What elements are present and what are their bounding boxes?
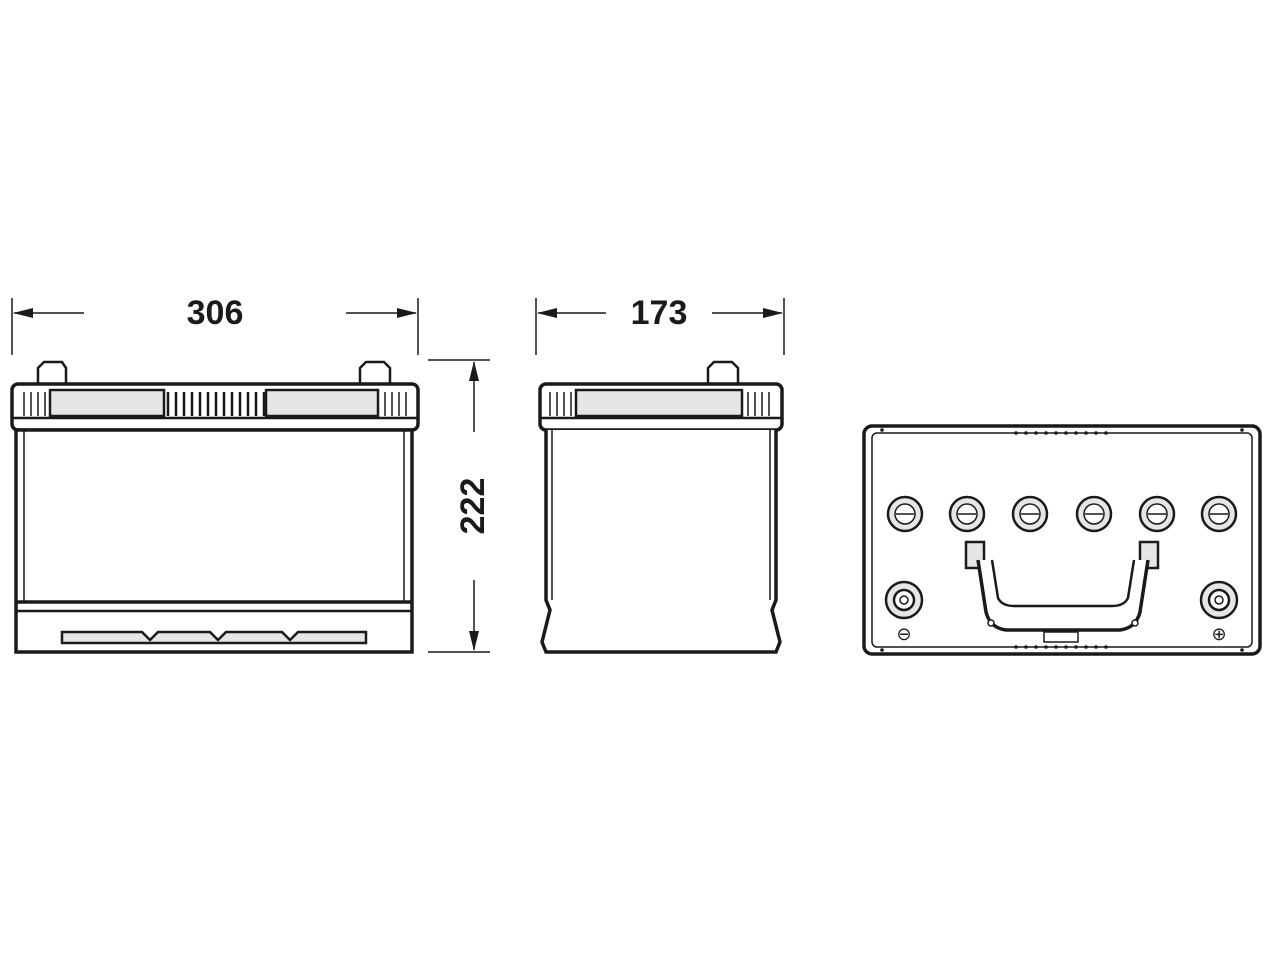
positive-terminal: [1199, 580, 1239, 620]
front-lid-ribs-left: [23, 392, 46, 416]
front-body: [14, 428, 414, 654]
length-label: 306: [187, 294, 244, 332]
vent-cap-5: [1138, 495, 1176, 533]
width-label: 173: [631, 294, 688, 332]
front-lid-vents: [166, 392, 266, 416]
front-base-groove: [60, 630, 368, 645]
top-inner-outline: [871, 432, 1253, 648]
front-lid-panel-right: [264, 388, 380, 418]
side-terminal: [706, 360, 740, 385]
front-terminal-right: [358, 360, 392, 385]
height-label: 222: [454, 478, 492, 535]
handle-latch: [1043, 631, 1079, 643]
length-dimension: 306: [11, 294, 419, 355]
top-outline: [862, 424, 1262, 656]
front-lid-ribs-right: [384, 392, 407, 416]
negative-terminal: [884, 580, 924, 620]
vent-cap-1: [886, 495, 924, 533]
side-lid-panel: [574, 388, 744, 418]
side-body: [540, 430, 782, 654]
vent-cap-6: [1200, 495, 1238, 533]
vent-cap-4: [1075, 495, 1113, 533]
top-edge-dots-upper: [880, 428, 1244, 435]
negative-terminal-symbol: ⊖: [896, 624, 911, 645]
positive-terminal-symbol: ⊕: [1211, 624, 1226, 645]
vent-cap-2: [948, 495, 986, 533]
carry-handle: [964, 540, 1160, 643]
width-dimension: 173: [535, 294, 785, 355]
front-terminal-left: [36, 360, 68, 385]
top-edge-dots-lower: [880, 645, 1244, 652]
top-view: ⊖ ⊕: [862, 424, 1262, 656]
front-lid-panel-left: [48, 388, 166, 418]
side-lid-ribs-right: [747, 392, 770, 416]
vent-cap-3: [1011, 495, 1049, 533]
side-lid-ribs-left: [549, 392, 572, 416]
front-view: [10, 360, 420, 654]
height-dimension: 222: [428, 359, 492, 653]
side-view: [538, 360, 784, 654]
